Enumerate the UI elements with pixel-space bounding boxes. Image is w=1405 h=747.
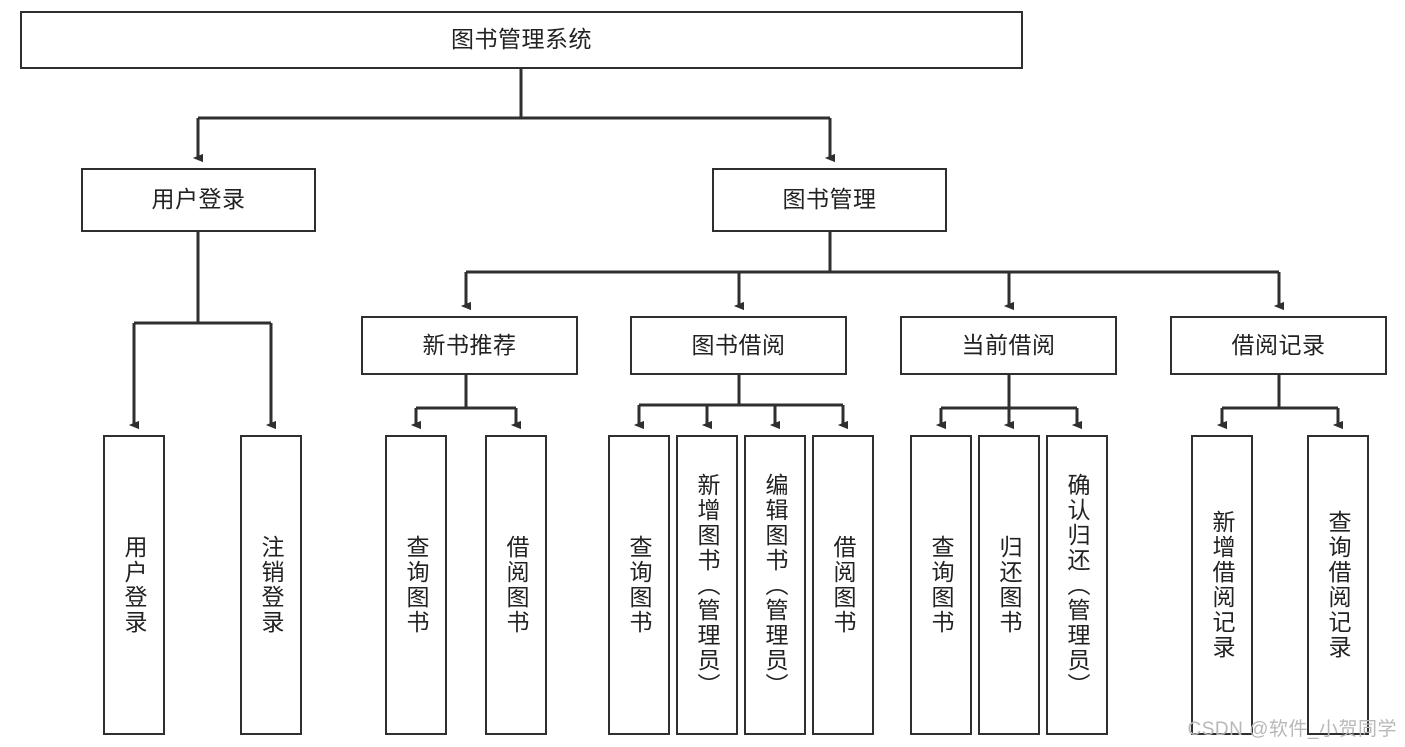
node-leaf-edit-book[interactable]: 编辑图书（管理员） bbox=[744, 435, 806, 735]
node-book-borrow-label: 图书借阅 bbox=[691, 331, 786, 358]
node-book-borrow[interactable]: 图书借阅 bbox=[630, 316, 847, 375]
node-leaf-borrow-book-2-label: 借阅图书 bbox=[830, 535, 857, 635]
node-book-management[interactable]: 图书管理 bbox=[712, 168, 947, 232]
node-leaf-logout[interactable]: 注销登录 bbox=[240, 435, 302, 735]
node-leaf-add-borrow-record-label: 新增借阅记录 bbox=[1209, 510, 1236, 660]
node-leaf-add-borrow-record[interactable]: 新增借阅记录 bbox=[1191, 435, 1253, 735]
node-leaf-query-borrow-record[interactable]: 查询借阅记录 bbox=[1307, 435, 1369, 735]
node-leaf-query-book-3[interactable]: 查询图书 bbox=[910, 435, 972, 735]
node-leaf-query-borrow-record-label: 查询借阅记录 bbox=[1325, 510, 1352, 660]
node-root-label: 图书管理系统 bbox=[451, 26, 592, 53]
node-leaf-return-book-label: 归还图书 bbox=[996, 535, 1023, 635]
node-leaf-add-book-label: 新增图书（管理员） bbox=[694, 472, 721, 698]
node-borrow-record[interactable]: 借阅记录 bbox=[1170, 316, 1387, 375]
node-leaf-query-book-2-label: 查询图书 bbox=[626, 535, 653, 635]
node-leaf-user-login[interactable]: 用户登录 bbox=[103, 435, 165, 735]
node-leaf-return-book[interactable]: 归还图书 bbox=[978, 435, 1040, 735]
node-leaf-query-book-3-label: 查询图书 bbox=[928, 535, 955, 635]
node-leaf-user-login-label: 用户登录 bbox=[121, 535, 148, 635]
node-user-login[interactable]: 用户登录 bbox=[81, 168, 316, 232]
node-leaf-confirm-return-label: 确认归还（管理员） bbox=[1064, 472, 1091, 698]
node-leaf-query-book-2[interactable]: 查询图书 bbox=[608, 435, 670, 735]
node-leaf-borrow-book-2[interactable]: 借阅图书 bbox=[812, 435, 874, 735]
node-leaf-query-book-1-label: 查询图书 bbox=[403, 535, 430, 635]
node-leaf-confirm-return[interactable]: 确认归还（管理员） bbox=[1046, 435, 1108, 735]
node-user-login-label: 用户登录 bbox=[151, 186, 246, 213]
node-current-borrow[interactable]: 当前借阅 bbox=[900, 316, 1117, 375]
node-current-borrow-label: 当前借阅 bbox=[961, 331, 1056, 358]
node-book-management-label: 图书管理 bbox=[782, 186, 877, 213]
node-leaf-borrow-book-1-label: 借阅图书 bbox=[503, 535, 530, 635]
node-leaf-borrow-book-1[interactable]: 借阅图书 bbox=[485, 435, 547, 735]
node-borrow-record-label: 借阅记录 bbox=[1231, 331, 1326, 358]
node-new-book-recommend[interactable]: 新书推荐 bbox=[361, 316, 578, 375]
node-leaf-add-book[interactable]: 新增图书（管理员） bbox=[676, 435, 738, 735]
node-new-book-recommend-label: 新书推荐 bbox=[422, 331, 517, 358]
node-leaf-edit-book-label: 编辑图书（管理员） bbox=[762, 472, 789, 698]
node-leaf-logout-label: 注销登录 bbox=[258, 535, 285, 635]
node-leaf-query-book-1[interactable]: 查询图书 bbox=[385, 435, 447, 735]
node-root[interactable]: 图书管理系统 bbox=[20, 11, 1023, 69]
